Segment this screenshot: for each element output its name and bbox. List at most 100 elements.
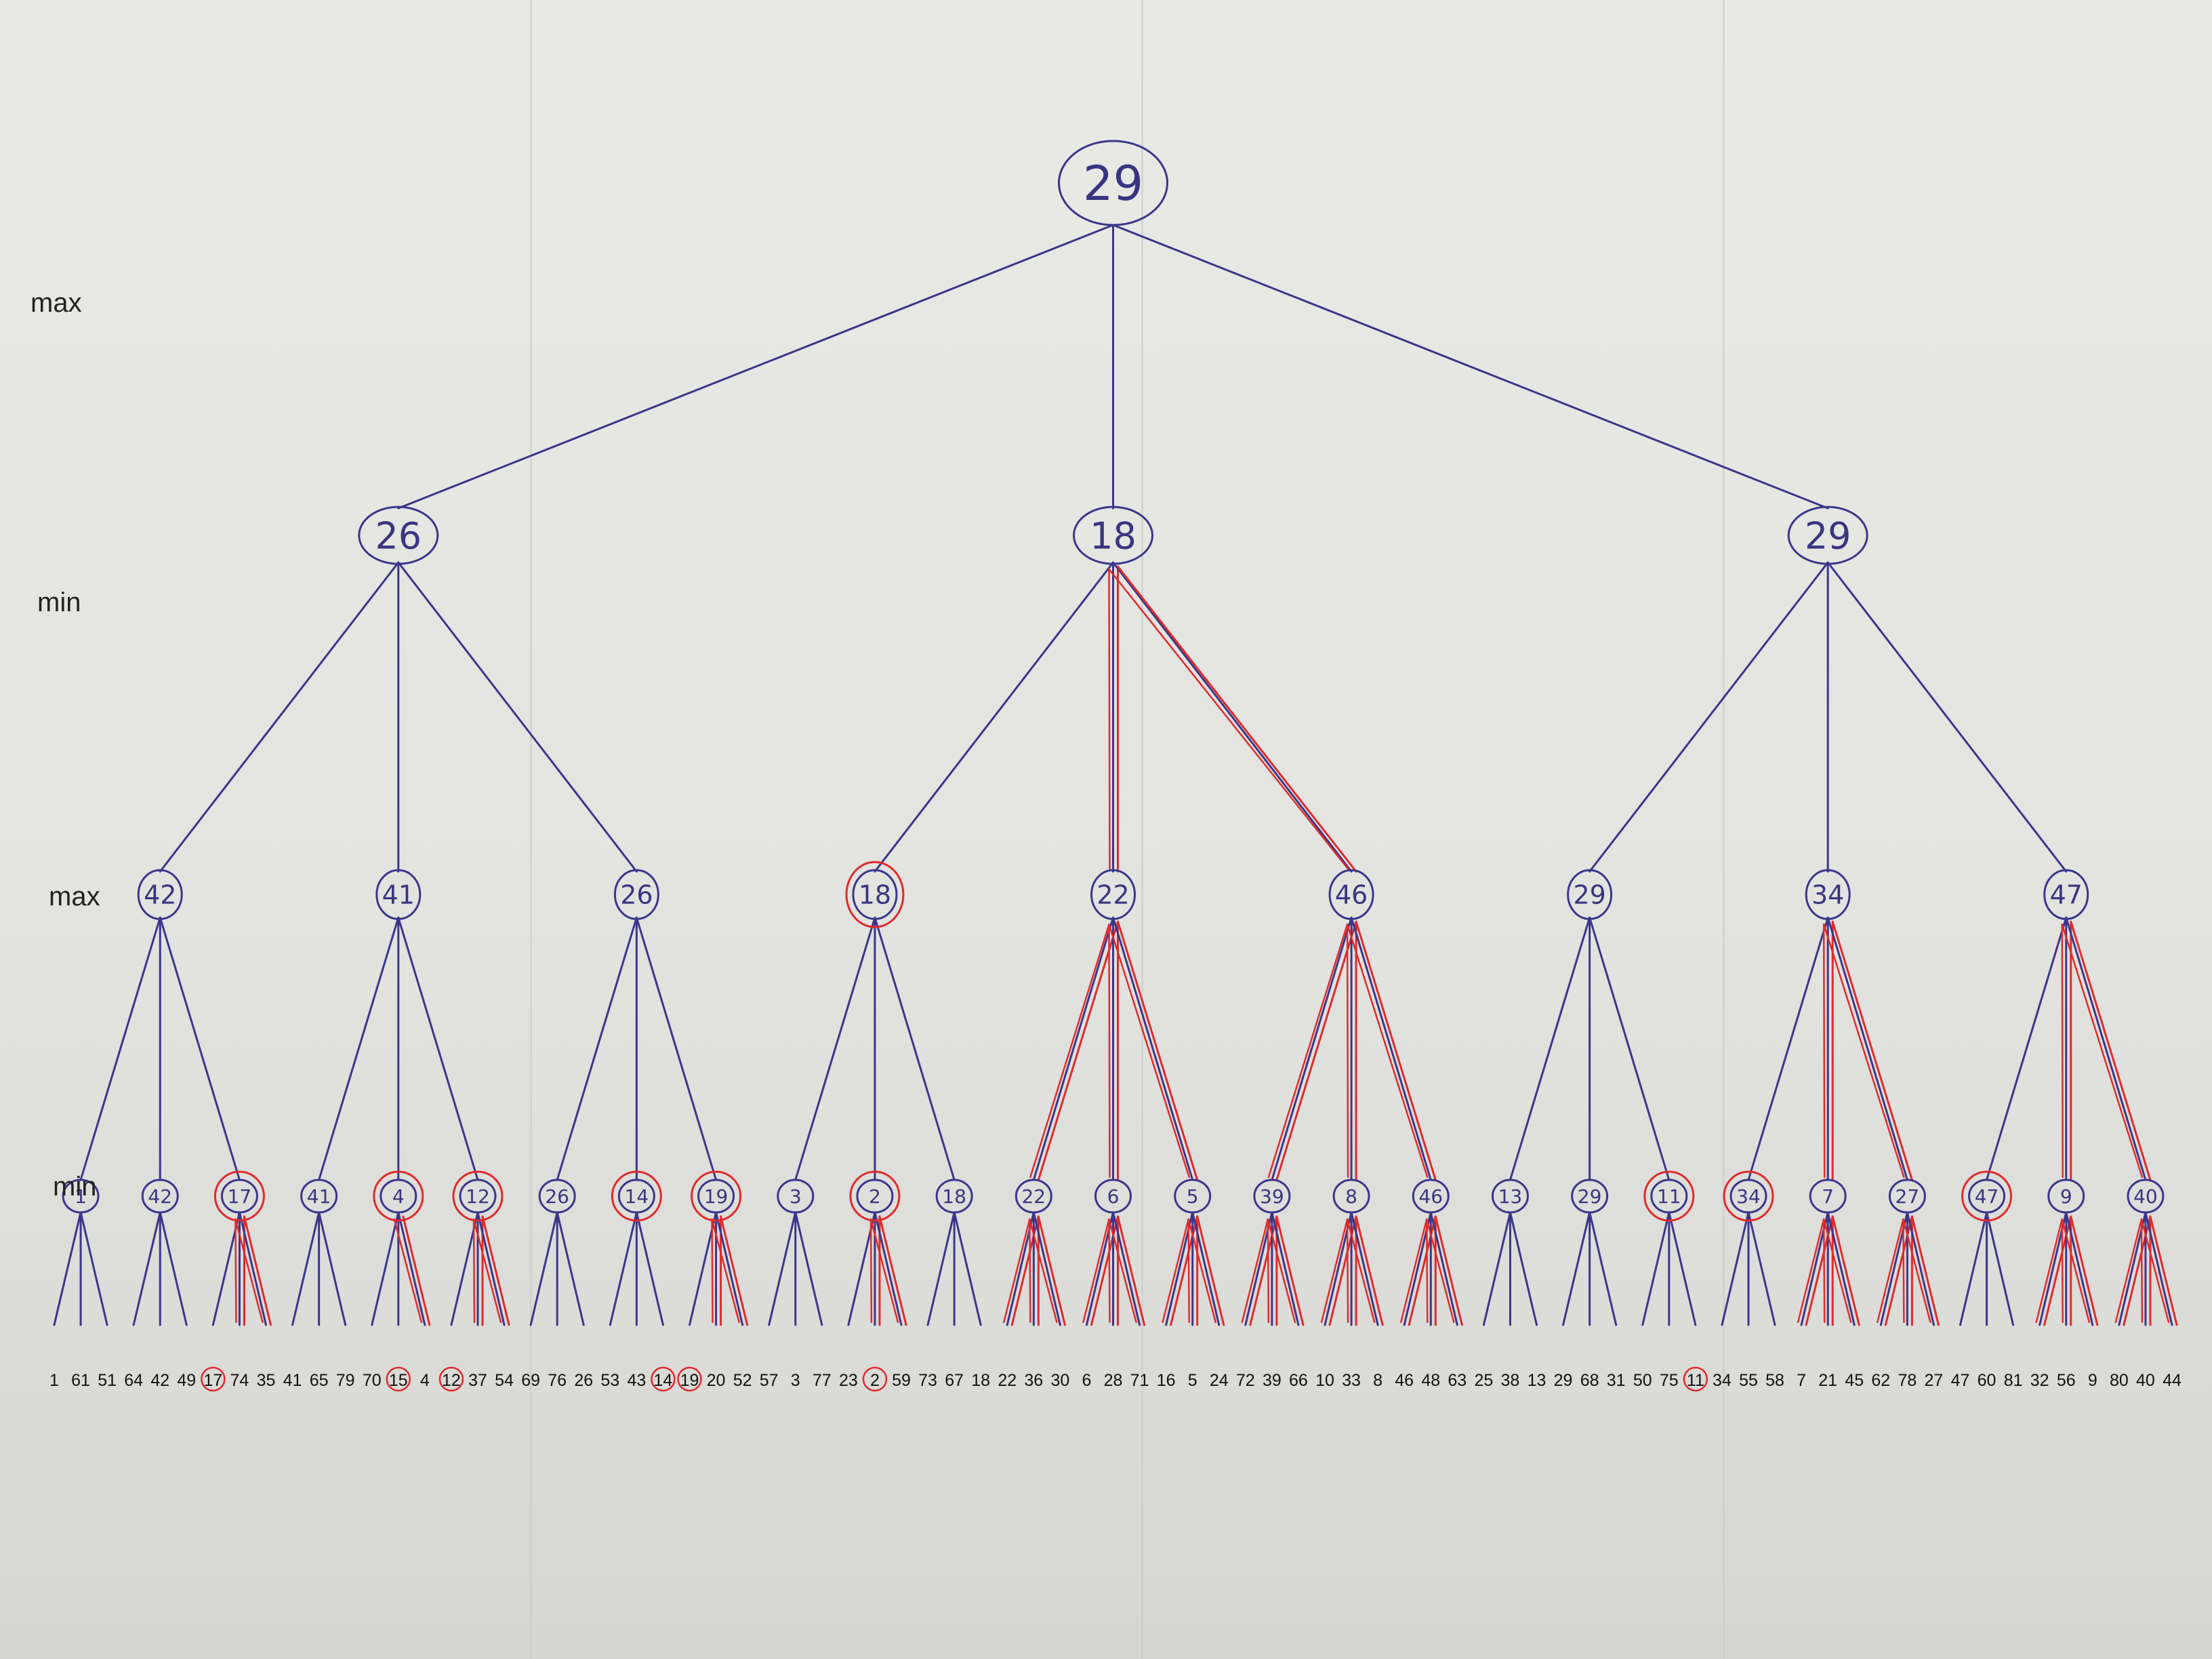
- tree-edge: [371, 1211, 400, 1326]
- leaf-value: 54: [495, 1371, 514, 1390]
- pruned-branch-mark: [1355, 1215, 1384, 1326]
- node-value: 22: [1097, 880, 1129, 910]
- tree-edge: [79, 1211, 108, 1326]
- tree-edge: [291, 1211, 321, 1326]
- leaf-value: 5: [1188, 1371, 1197, 1390]
- tree-edge: [1826, 916, 1908, 1181]
- tree-edge: [1112, 224, 1829, 510]
- leaf-value: 77: [813, 1371, 832, 1390]
- tree-node: [1571, 1179, 1609, 1214]
- node-value: 1: [75, 1185, 87, 1208]
- leaf-value: 81: [2004, 1371, 2023, 1390]
- pruned-branch-mark: [2061, 1218, 2091, 1324]
- pruned-branch-mark: [1108, 923, 1190, 1179]
- tree-node: [1094, 1179, 1132, 1214]
- tree-node: [300, 1179, 338, 1214]
- leaf-value: 58: [1765, 1371, 1784, 1390]
- tree-edge: [53, 1211, 82, 1326]
- tree-node: [1809, 1179, 1847, 1214]
- tree-edges: [53, 224, 2178, 1326]
- pruned-branch-mark: [2149, 1215, 2178, 1326]
- tree-edge: [1906, 1211, 1935, 1326]
- pruned-branch-mark: [1346, 923, 1349, 1179]
- leaf-value: 34: [1713, 1371, 1732, 1390]
- node-value: 39: [1260, 1185, 1284, 1208]
- pruned-branch-mark: [1117, 1215, 1146, 1326]
- pruned-branch-mark: [1434, 1215, 1463, 1326]
- tree-edge: [1986, 916, 2068, 1181]
- paper-fold-line: [1723, 0, 1725, 1659]
- tree-edge: [635, 1211, 664, 1326]
- tree-edge: [953, 1211, 982, 1326]
- tree-edge: [1350, 1211, 1379, 1326]
- leaf-value: 13: [1528, 1371, 1547, 1390]
- node-value: 5: [1187, 1185, 1199, 1208]
- tree-edge: [1959, 1211, 1988, 1326]
- leaf-value: 17: [203, 1371, 222, 1390]
- tree-node: [1253, 1179, 1291, 1214]
- level-label-min-3: min: [53, 1172, 96, 1202]
- pruned-branch-mark: [1822, 923, 1905, 1179]
- node-value: 29: [1578, 1185, 1602, 1208]
- leaf-value: 52: [733, 1371, 752, 1390]
- tree-edge: [874, 916, 956, 1181]
- highlight-circle: [1961, 1170, 2013, 1222]
- pruned-branch-mark: [2070, 920, 2152, 1181]
- tree-edge: [874, 561, 1114, 873]
- leaf-value: 28: [1104, 1371, 1123, 1390]
- leaf-value: 57: [760, 1371, 779, 1390]
- tree-edge: [1589, 1211, 1618, 1326]
- pruned-branch-mark: [878, 1215, 907, 1326]
- leaf-value: 71: [1130, 1371, 1149, 1390]
- pruned-branch-mark: [711, 1218, 740, 1324]
- tree-edge: [926, 1211, 956, 1326]
- tree-node: [1787, 506, 1868, 565]
- leaf-value: 21: [1818, 1371, 1837, 1390]
- pruned-branch-mark: [1108, 923, 1111, 1179]
- tree-edge: [1562, 1211, 1591, 1326]
- node-value: 42: [144, 880, 176, 910]
- tree-node: [380, 1179, 417, 1214]
- pruned-branch-mark: [234, 1218, 264, 1324]
- pruned-branch-mark: [1346, 1218, 1376, 1324]
- leaf-value: 41: [283, 1371, 302, 1390]
- leaf-value: 32: [2030, 1371, 2049, 1390]
- tree-node: [1174, 1179, 1212, 1214]
- pruned-branch-mark: [2061, 923, 2064, 1179]
- pruned-branch-mark: [1267, 923, 1349, 1179]
- pruned-branch-mark: [1267, 1218, 1270, 1324]
- tree-node: [1090, 869, 1136, 920]
- tree-node: [1412, 1179, 1450, 1214]
- pruned-branch-mark: [869, 1218, 899, 1324]
- pruned-branch-mark: [1877, 1218, 1904, 1324]
- leaf-value: 25: [1474, 1371, 1493, 1390]
- node-value: 9: [2060, 1185, 2072, 1208]
- node-value: 18: [942, 1185, 966, 1208]
- tree-node: [613, 869, 659, 920]
- node-value: 34: [1736, 1185, 1761, 1208]
- tree-edge: [1747, 916, 1829, 1181]
- leaf-value: 10: [1315, 1371, 1334, 1390]
- tree-node: [375, 869, 422, 920]
- node-value: 13: [1498, 1185, 1523, 1208]
- node-value: 14: [625, 1185, 649, 1208]
- node-value: 40: [2133, 1185, 2158, 1208]
- node-value: 17: [228, 1185, 252, 1208]
- pruned-branch-mark: [2140, 1218, 2170, 1324]
- pruned-branch-mark: [1108, 1218, 1137, 1324]
- leaf-value: 38: [1501, 1371, 1520, 1390]
- leaf-value: 20: [707, 1371, 726, 1390]
- tree-node: [1968, 1179, 2006, 1214]
- pruned-leaf-circle: [677, 1366, 702, 1392]
- pruned-branch-mark: [1797, 1218, 1825, 1324]
- node-value: 18: [859, 880, 891, 910]
- node-value: 6: [1107, 1185, 1120, 1208]
- pruned-branch-mark: [1117, 920, 1199, 1181]
- tree-edge: [529, 1211, 558, 1326]
- tree-node: [697, 1179, 735, 1214]
- leaf-value: 30: [1050, 1371, 1069, 1390]
- leaf-value: 65: [310, 1371, 329, 1390]
- leaf-value: 42: [150, 1371, 169, 1390]
- tree-node: [62, 1179, 100, 1214]
